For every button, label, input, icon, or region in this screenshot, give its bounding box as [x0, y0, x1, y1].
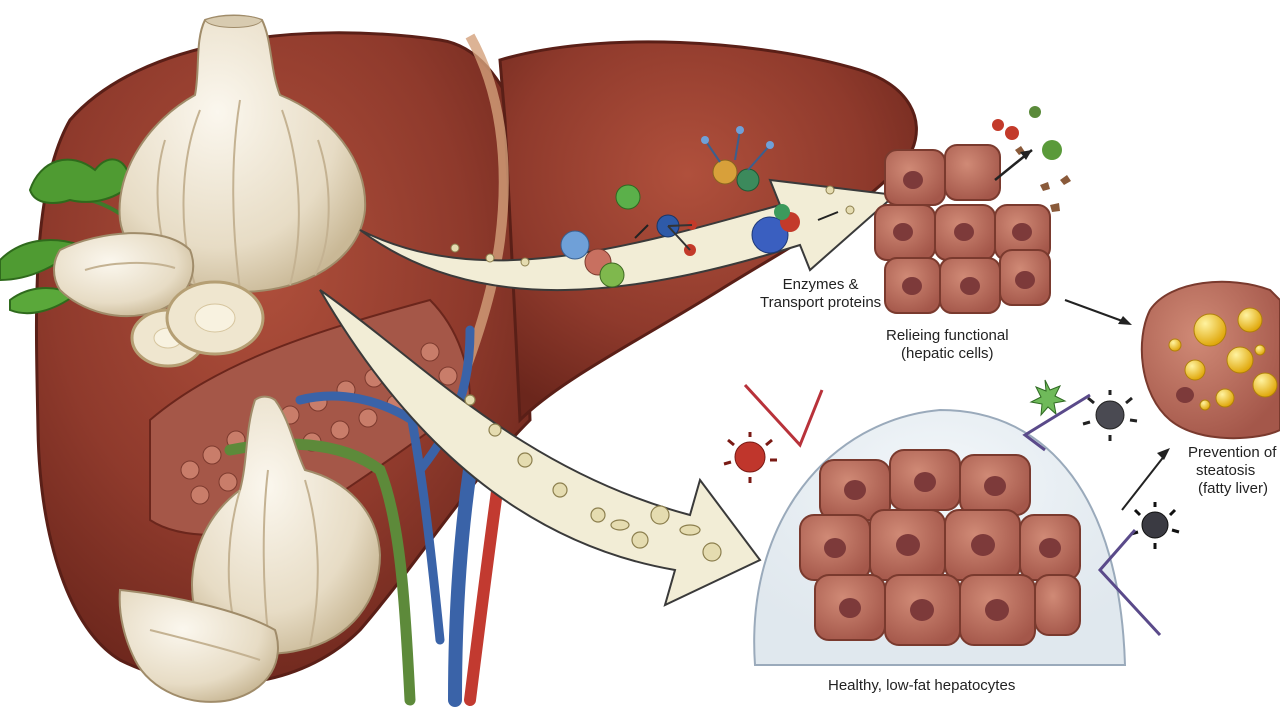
protected-hepatocyte-dome — [753, 408, 1127, 666]
molecule-icon — [560, 126, 839, 288]
label-enzymes-line2: Transport proteins — [760, 294, 882, 311]
garlic-bulb-icon — [118, 14, 367, 294]
arrow-to-steatosis — [1064, 299, 1126, 323]
label-relieving: Relieing functional (hepatic cells) — [886, 327, 1009, 363]
label-prevention-line1: Prevention of — [1188, 444, 1277, 461]
garlic-clove-icon — [118, 588, 279, 703]
functional-hepatic-cells — [874, 106, 1071, 314]
garlic-slices — [130, 280, 265, 368]
deflected-arrow — [743, 383, 824, 448]
label-enzymes: Enzymes & Transport proteins — [760, 276, 881, 312]
deflected-arrow — [1022, 393, 1091, 452]
pathogen-icon — [1029, 379, 1067, 417]
label-prevention-line2: steatosis — [1196, 462, 1256, 479]
arrow-to-prevention — [1121, 454, 1166, 511]
label-prevention: Prevention of steatosis (fatty liver) — [1188, 444, 1276, 498]
pathogen-icon — [723, 432, 777, 483]
label-relieving-line1: Relieing functional — [886, 327, 1009, 344]
label-prevention-line3: (fatty liver) — [1198, 480, 1269, 497]
pathway-arrow-lower — [319, 289, 762, 607]
pathogen-icon — [1082, 390, 1138, 441]
label-healthy-hepatocytes: Healthy, low-fat hepatocytes — [828, 677, 1016, 694]
vena-cava — [448, 463, 477, 707]
label-enzymes-line1: Enzymes & — [782, 276, 859, 293]
garlic-clove-icon — [53, 232, 195, 318]
hepatic-artery — [464, 464, 506, 706]
pathogen-icon — [1130, 502, 1180, 549]
label-relieving-line2: (hepatic cells) — [901, 345, 994, 362]
deflected-arrow — [1097, 529, 1162, 637]
steatosis-cell-cluster — [1140, 280, 1280, 440]
